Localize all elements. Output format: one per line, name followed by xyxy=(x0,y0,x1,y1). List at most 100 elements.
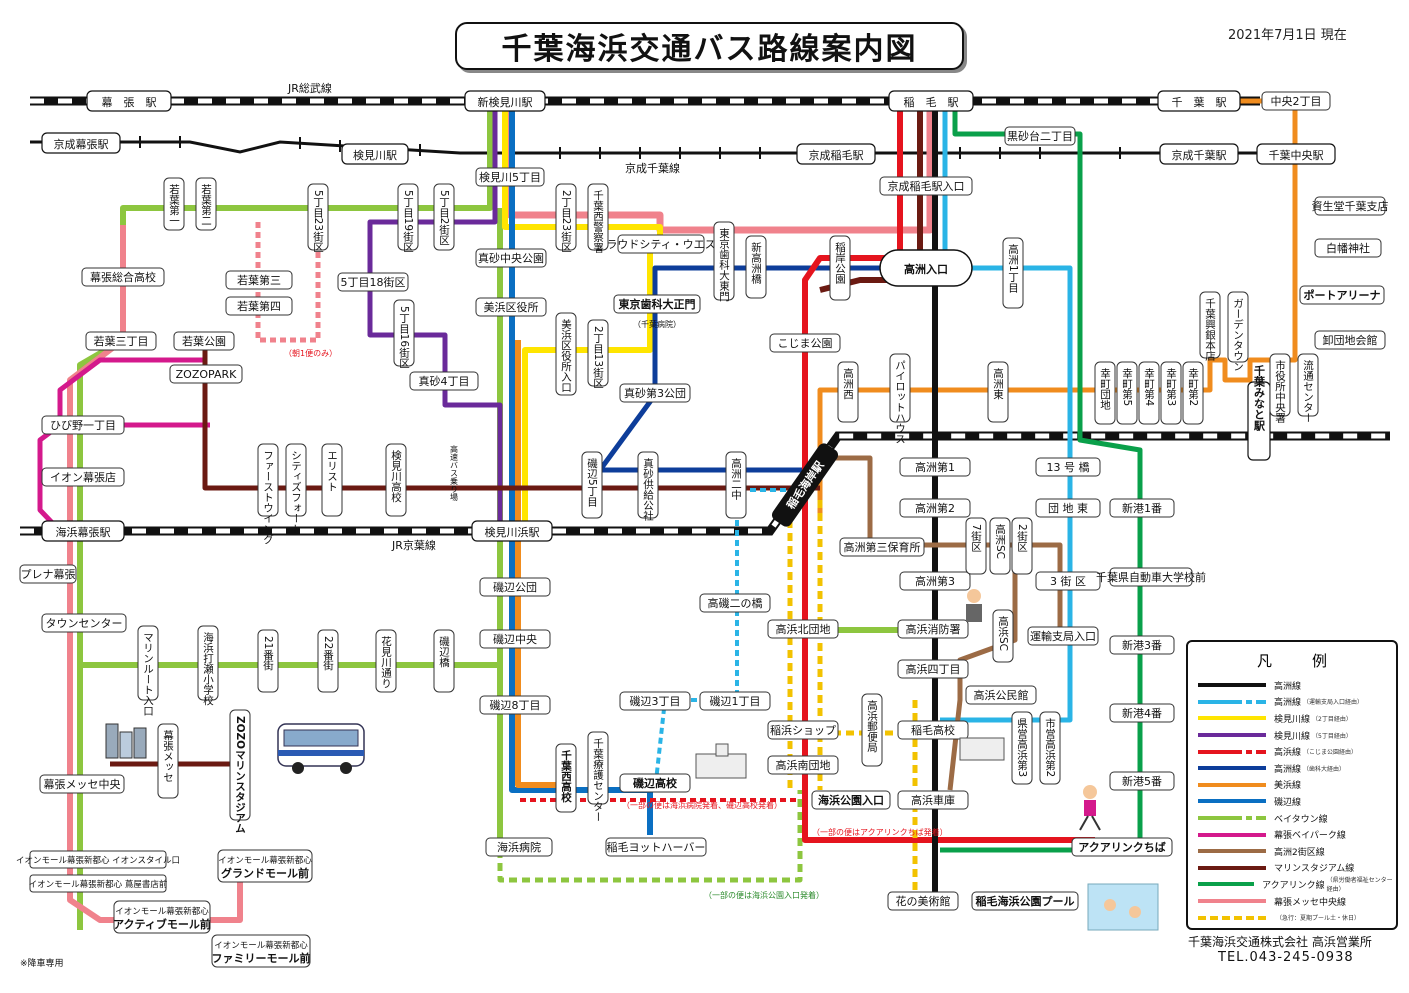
aeon-style-stop[interactable]: イオンモール幕張新都心 イオンスタイル口 xyxy=(16,850,180,869)
bus-stop[interactable]: 幕張メッセ中央 xyxy=(39,774,125,794)
bus-stop[interactable]: 資生堂千葉支店 xyxy=(1312,196,1389,216)
bus-stop[interactable]: 22番街 xyxy=(317,629,339,693)
bus-stop[interactable]: 千葉県自動車大学校前 xyxy=(1096,567,1206,587)
active-mall-stop[interactable]: イオンモール幕張新都心 アクティブモール前 xyxy=(113,900,211,934)
bus-stop[interactable]: マリンルート入口 xyxy=(137,625,159,716)
bus-stop[interactable]: ZOZOマリンスタジアム xyxy=(229,709,251,833)
bus-stop[interactable]: 稲岸公園 xyxy=(829,235,851,301)
bus-stop[interactable]: 幸町第5 xyxy=(1116,361,1138,425)
bus-stop[interactable]: こじま公園 xyxy=(769,333,841,353)
bus-stop[interactable]: 美浜区役所 xyxy=(475,297,547,317)
bus-stop[interactable]: 2街区 xyxy=(1011,517,1033,575)
station-keisei-inage[interactable]: 京成稲毛駅 xyxy=(796,143,876,165)
bus-stop[interactable]: 真砂中央公園 xyxy=(475,248,547,268)
bus-stop[interactable]: 磯辺公団 xyxy=(479,577,551,597)
bus-stop[interactable]: イオン幕張店 xyxy=(41,467,125,487)
bus-stop[interactable]: アクアリンクちば xyxy=(1071,837,1173,857)
bus-stop[interactable]: 新港1番 xyxy=(1109,498,1175,518)
bus-stop[interactable]: 県営高浜第3 xyxy=(1011,711,1033,785)
bus-stop[interactable]: 若葉公園 xyxy=(173,331,235,351)
bus-stop[interactable]: 東京歯科大東門 xyxy=(713,221,735,302)
bus-stop[interactable]: 検見川高校 xyxy=(385,443,407,517)
bus-stop[interactable]: 磯辺3丁目 xyxy=(619,691,691,711)
station-keisei-makuhari[interactable]: 京成幕張駅 xyxy=(41,132,121,154)
bus-stop[interactable]: 若葉三丁目 xyxy=(85,331,157,351)
bus-stop[interactable]: 東京歯科大正門 xyxy=(613,294,701,314)
bus-stop[interactable]: 磯辺中央 xyxy=(479,629,551,649)
bus-stop[interactable]: 稲浜ショップ xyxy=(767,720,839,740)
bus-stop[interactable]: 幸町第4 xyxy=(1138,361,1160,425)
bus-stop[interactable]: 若葉第一 xyxy=(163,177,185,231)
grand-mall-stop[interactable]: イオンモール幕張新都心 グランドモール前 xyxy=(217,849,313,883)
bus-stop[interactable]: 高浜車庫 xyxy=(897,790,969,810)
bus-stop[interactable]: 千葉療護センター xyxy=(587,731,609,822)
bus-stop[interactable]: 5丁目18街区 xyxy=(337,272,409,292)
bus-stop[interactable]: ファーストウイング xyxy=(257,443,279,545)
bus-stop[interactable]: ひび野一丁目 xyxy=(41,415,125,435)
bus-stop[interactable]: 高洲第1 xyxy=(899,457,971,477)
station-makuhari[interactable]: 幕 張 駅 xyxy=(86,90,172,112)
bus-stop[interactable]: 5丁目23街区 xyxy=(307,183,329,252)
bus-stop[interactable]: 若葉第三 xyxy=(225,270,293,290)
bus-stop[interactable]: ZOZOPARK xyxy=(169,364,243,384)
bus-stop[interactable]: 7街区 xyxy=(965,517,987,575)
bus-stop[interactable]: 真砂第3公団 xyxy=(619,383,691,403)
bus-stop[interactable]: 13 号 橋 xyxy=(1035,457,1101,477)
bus-stop[interactable]: 高洲二中 xyxy=(725,451,747,519)
bus-stop[interactable]: 真砂4丁目 xyxy=(409,371,479,391)
bus-stop[interactable]: 検見川5丁目 xyxy=(475,167,545,187)
bus-stop[interactable]: 新港4番 xyxy=(1109,703,1175,723)
bus-stop[interactable]: 海浜打瀬小学校 xyxy=(197,625,219,706)
bus-stop[interactable]: タウンセンター xyxy=(41,613,127,633)
bus-stop[interactable]: 高洲第3 xyxy=(899,571,971,591)
bus-stop[interactable]: 5丁目16街区 xyxy=(393,299,415,368)
bus-stop[interactable]: 5丁目2街区 xyxy=(433,183,455,251)
bus-stop[interactable]: 海浜公園入口 xyxy=(811,790,891,810)
bus-stop[interactable]: 千葉興銀本店 xyxy=(1199,291,1221,362)
bus-stop[interactable]: 京成稲毛駅入口 xyxy=(879,176,973,196)
bus-stop[interactable]: 市営高浜第2 xyxy=(1039,711,1061,785)
bus-stop[interactable]: 高洲1丁目 xyxy=(1002,237,1024,309)
bus-stop[interactable]: 3 街 区 xyxy=(1035,571,1101,591)
bus-stop[interactable]: 高浜北団地 xyxy=(767,619,839,639)
bus-stop[interactable]: 高洲第三保育所 xyxy=(839,537,925,557)
bus-stop[interactable]: 花の美術館 xyxy=(887,891,959,911)
bus-stop[interactable]: 高浜消防署 xyxy=(897,619,969,639)
station-chuo2[interactable]: 中央2丁目 xyxy=(1261,91,1331,111)
bus-stop[interactable]: 磯辺橋 xyxy=(433,629,455,693)
bus-stop[interactable]: 白幡神社 xyxy=(1314,238,1382,258)
bus-stop[interactable]: 海浜病院 xyxy=(485,837,553,857)
bus-stop[interactable]: 高洲第2 xyxy=(899,498,971,518)
station-inage[interactable]: 稲 毛 駅 xyxy=(888,90,974,112)
bus-stop[interactable]: 千葉西警察署 xyxy=(587,183,609,253)
bus-stop[interactable]: シティズフォート xyxy=(285,443,307,534)
bus-stop[interactable]: 卸団地会館 xyxy=(1314,330,1386,350)
bus-stop[interactable]: 幸町第2 xyxy=(1182,361,1204,425)
family-mall-stop[interactable]: イオンモール幕張新都心 ファミリーモール前 xyxy=(211,934,311,968)
bus-stop[interactable]: 5丁目19街区 xyxy=(397,183,419,252)
tsutaya-stop[interactable]: イオンモール幕張新都心 蔦屋書店前 xyxy=(29,874,168,893)
bus-stop[interactable]: 幸町第3 xyxy=(1160,361,1182,425)
bus-stop[interactable]: 高浜南団地 xyxy=(767,755,839,775)
bus-stop[interactable]: 高洲西 xyxy=(837,361,859,423)
bus-stop[interactable]: 新高洲橋 xyxy=(745,235,767,299)
bus-stop[interactable]: 稲毛海浜公園プール xyxy=(971,891,1079,911)
bus-stop[interactable]: 幕張総合高校 xyxy=(81,267,165,287)
bus-stop[interactable]: パイロットハウス xyxy=(889,353,911,444)
station-keisei-chiba[interactable]: 京成千葉駅 xyxy=(1159,143,1239,165)
bus-stop[interactable]: 若葉第二 xyxy=(195,177,217,231)
bus-stop[interactable]: 団 地 東 xyxy=(1035,498,1101,518)
bus-stop[interactable]: 幕張メッセ xyxy=(157,723,179,799)
bus-stop[interactable]: 磯辺1丁目 xyxy=(699,691,771,711)
bus-stop[interactable]: 真砂供給公社 xyxy=(637,451,659,522)
bus-stop[interactable]: 高浜郵便局 xyxy=(861,693,883,767)
bus-stop[interactable]: 磯辺8丁目 xyxy=(479,695,551,715)
bus-stop[interactable]: 高浜SC xyxy=(992,609,1014,663)
bus-stop[interactable]: 市役所中央署 xyxy=(1269,353,1291,423)
bus-stop[interactable]: 稲毛高校 xyxy=(897,720,969,740)
bus-stop[interactable]: （千葉病院） xyxy=(633,319,681,329)
bus-stop[interactable]: 高浜公民館 xyxy=(965,685,1037,705)
bus-stop[interactable]: プレナ幕張 xyxy=(19,564,77,584)
bus-stop[interactable]: ポートアリーナ xyxy=(1299,285,1385,305)
bus-stop[interactable]: 高浜四丁目 xyxy=(897,659,969,679)
